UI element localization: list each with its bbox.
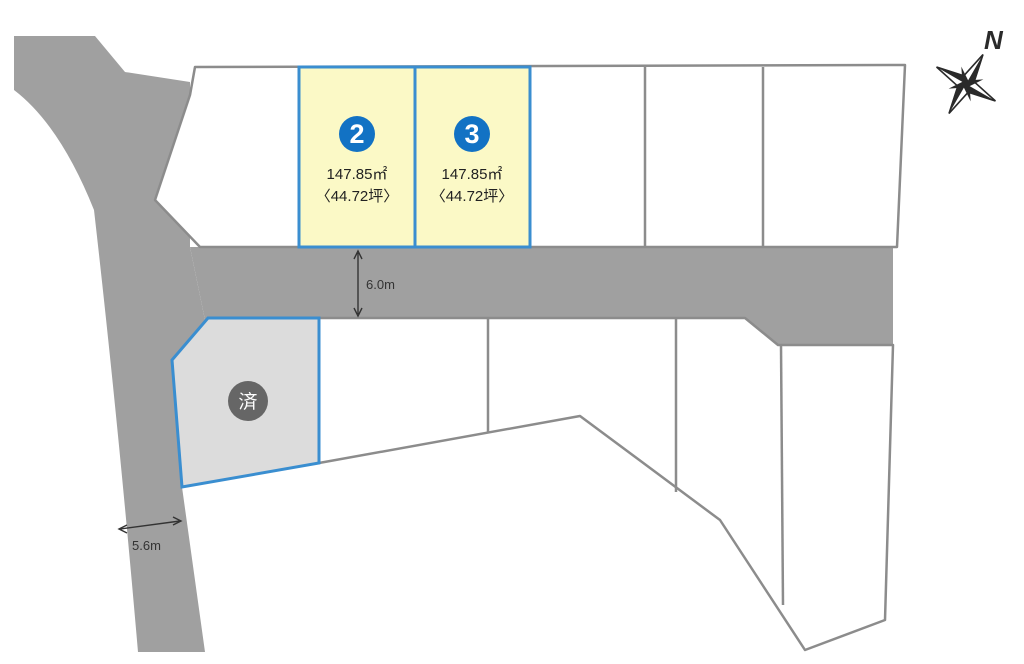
road-main [190,247,893,345]
side-road-dimension: 5.6m [117,516,183,553]
dimension-arrow [353,307,363,318]
compass-north-label: N [984,25,1004,55]
south-block-outline [317,316,895,652]
lot-sold[interactable]: 済 [170,316,321,489]
lot-2-area-tsubo: 〈44.72坪〉 [316,188,399,205]
lot-2-area-m2: 147.85㎡ [327,166,388,183]
main-road-width-label: 6.0m [366,277,395,292]
dimension-line [119,520,181,530]
lot-3-area-tsubo: 〈44.72坪〉 [431,188,514,205]
road-side [14,36,205,652]
lot-2-area[interactable] [297,65,417,249]
dimension-arrow [353,249,363,260]
lot-2-number: 2 [349,119,364,149]
dimension-arrow [172,516,183,526]
lot-3-number: 3 [464,119,479,149]
lot-3[interactable]: 3 147.85㎡ 〈44.72坪〉 [413,65,532,249]
sold-label: 済 [238,391,257,413]
lot-3-area[interactable] [413,65,532,249]
lot-2-badge [339,116,375,152]
lot-divider [779,344,785,606]
sold-badge [228,381,268,421]
compass-inner-star-icon [948,66,984,102]
lot-3-area-m2: 147.85㎡ [442,166,503,183]
dimension-arrow [117,524,128,534]
lot-3-badge [454,116,490,152]
main-road-dimension: 6.0m [353,249,395,318]
south-lots [317,316,895,652]
lot-2[interactable]: 2 147.85㎡ 〈44.72坪〉 [297,65,417,249]
compass [936,54,996,114]
side-road-width-label: 5.6m [132,538,161,553]
